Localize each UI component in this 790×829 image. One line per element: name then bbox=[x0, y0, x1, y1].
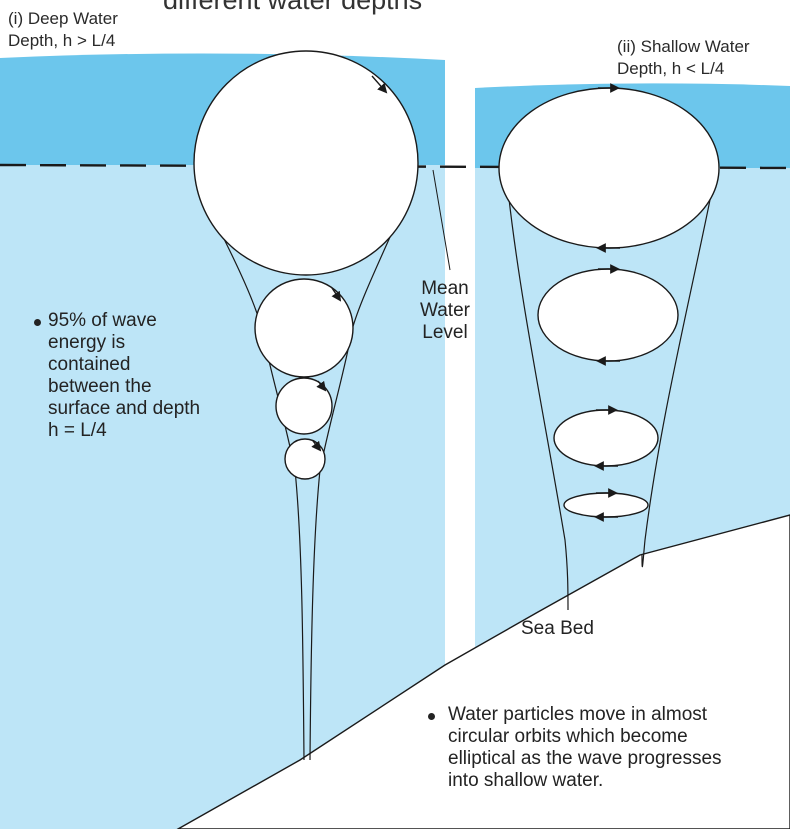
mean-water-level-label: Mean Water Level bbox=[420, 278, 470, 344]
deep-orbit-4 bbox=[285, 439, 325, 479]
page-title-fragment: different water depths bbox=[163, 0, 422, 16]
particles-note-line: Water particles move in almost bbox=[448, 704, 722, 726]
particles-note-line: circular orbits which become bbox=[448, 726, 722, 748]
mwl-line3: Level bbox=[420, 322, 470, 344]
shallow-panel-title-line1: (ii) Shallow Water bbox=[617, 36, 750, 58]
energy-note-line: 95% of wave bbox=[48, 310, 200, 332]
energy-note-line: between the bbox=[48, 376, 200, 398]
energy-note-bullet bbox=[34, 319, 41, 326]
energy-note-line: h = L/4 bbox=[48, 420, 200, 442]
particles-note: Water particles move in almost circular … bbox=[448, 704, 722, 792]
deep-orbit-3 bbox=[276, 378, 332, 434]
particles-note-line: elliptical as the wave progresses bbox=[448, 748, 722, 770]
shallow-panel-title-line2: Depth, h < L/4 bbox=[617, 58, 750, 80]
sea-bed-label: Sea Bed bbox=[521, 618, 594, 640]
deep-orbit-2 bbox=[255, 279, 353, 377]
mwl-line2: Water bbox=[420, 300, 470, 322]
mwl-line1: Mean bbox=[420, 278, 470, 300]
particles-note-bullet bbox=[428, 713, 435, 720]
deep-panel-title-line2: Depth, h > L/4 bbox=[8, 30, 118, 52]
shallow-panel-title: (ii) Shallow Water Depth, h < L/4 bbox=[617, 36, 750, 80]
energy-note-line: energy is bbox=[48, 332, 200, 354]
deep-panel-title: (i) Deep Water Depth, h > L/4 bbox=[8, 8, 118, 52]
deep-panel-title-line1: (i) Deep Water bbox=[8, 8, 118, 30]
deep-orbit-1 bbox=[194, 51, 418, 275]
particles-note-line: into shallow water. bbox=[448, 770, 722, 792]
shallow-orbit-4 bbox=[564, 493, 648, 517]
energy-note-line: contained bbox=[48, 354, 200, 376]
energy-note: 95% of wave energy is contained between … bbox=[48, 310, 200, 442]
shallow-orbit-2 bbox=[538, 269, 678, 361]
energy-note-line: surface and depth bbox=[48, 398, 200, 420]
shallow-orbit-1 bbox=[499, 88, 719, 248]
shallow-orbit-3 bbox=[554, 410, 658, 466]
